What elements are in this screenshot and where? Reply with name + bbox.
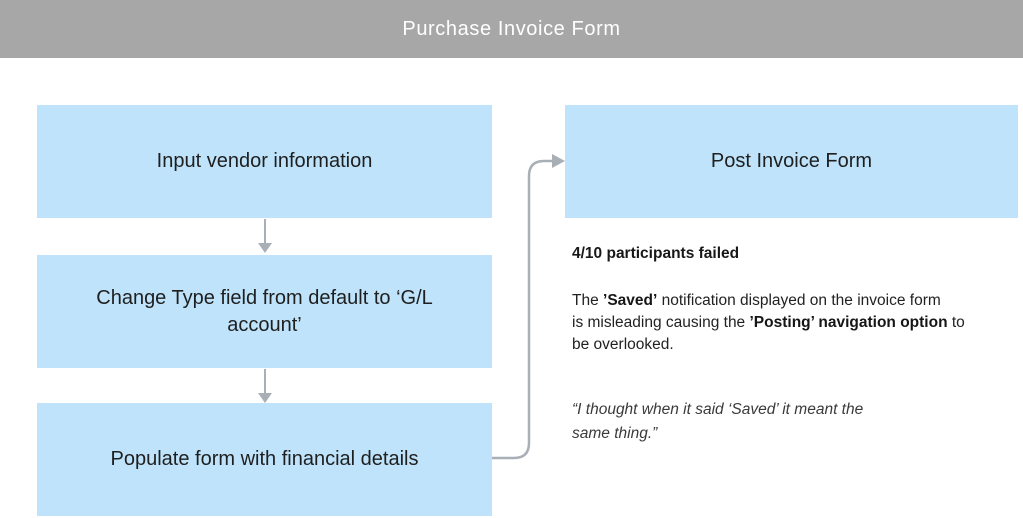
- saved-notification-emphasis: ’Saved’: [603, 292, 658, 309]
- participant-quote-line: “I thought when it said ‘Saved’ it meant…: [572, 401, 864, 418]
- title-bar: Purchase Invoice Form: [0, 0, 1023, 58]
- findings-section: 4/10 participants failed The ’Saved’ not…: [572, 245, 1018, 446]
- failure-description: The ’Saved’ notification displayed on th…: [572, 290, 1018, 356]
- flow-step-label: Populate form with financial details: [110, 448, 419, 470]
- failure-description-line: The ’Saved’ notification displayed on th…: [572, 290, 1018, 312]
- flow-result-label: Post Invoice Form: [710, 150, 873, 172]
- posting-option-emphasis: ’Posting’ navigation option: [749, 314, 948, 331]
- flow-step-label: Input vendor information: [156, 150, 373, 172]
- arrow-down-icon: [258, 369, 272, 403]
- description-text: to: [947, 314, 965, 331]
- failure-description-line: be overlooked.: [572, 334, 1018, 356]
- participant-quote-line: same thing.”: [572, 425, 658, 442]
- flow-step-label: Change Type field from default to ‘G/L a…: [96, 286, 433, 336]
- description-text: be overlooked.: [572, 336, 674, 353]
- description-text: The: [572, 292, 604, 309]
- arrow-down-icon: [258, 219, 272, 253]
- participant-quote: “I thought when it said ‘Saved’ it meant…: [572, 398, 1018, 446]
- failed-count-heading: 4/10 participants failed: [572, 245, 740, 262]
- description-text: is misleading causing the: [572, 314, 750, 331]
- description-text: notification displayed on the invoice fo…: [657, 292, 941, 309]
- page-title: Purchase Invoice Form: [402, 17, 621, 40]
- failure-description-line: is misleading causing the ’Posting’ navi…: [572, 312, 1018, 334]
- flow-step-populate-form: Populate form with financial details: [37, 403, 492, 516]
- flow-step-input-vendor: Input vendor information: [37, 105, 492, 218]
- flow-result-post-invoice: Post Invoice Form: [565, 105, 1018, 218]
- flow-step-change-type-field: Change Type field from default to ‘G/L a…: [37, 255, 492, 368]
- elbow-connector-arrow-icon: [492, 154, 565, 460]
